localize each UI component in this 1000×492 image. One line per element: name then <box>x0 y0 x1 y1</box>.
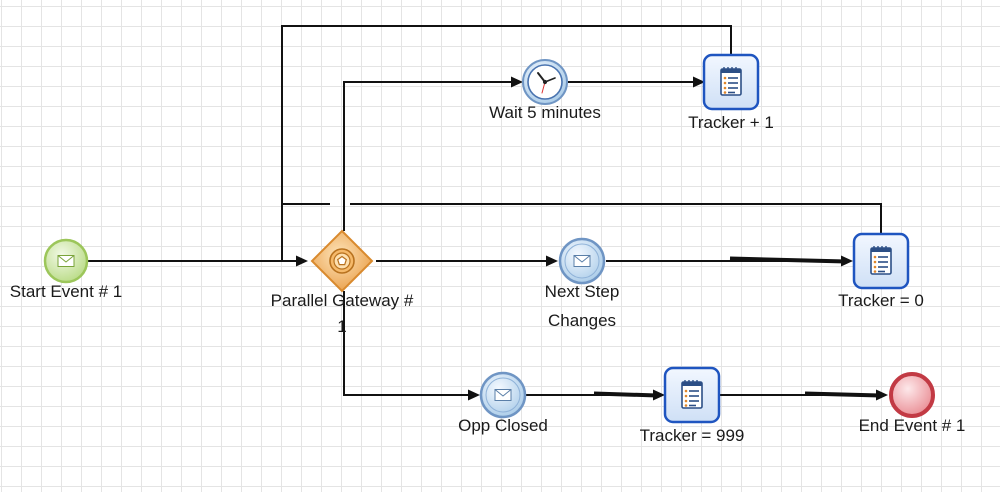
arrowhead-gateway <box>296 255 308 267</box>
next-step-label-line2: Changes <box>547 311 617 330</box>
flow-emphasis-1 <box>729 256 847 264</box>
tracker-plus-label: Tracker + 1 <box>688 113 774 132</box>
tracker-zero-label: Tracker = 0 <box>838 291 924 310</box>
opp-closed-label: Opp Closed <box>458 416 548 435</box>
envelope-icon <box>494 389 512 401</box>
flow-gateway-to-opp-closed <box>343 291 472 396</box>
connectors <box>88 25 888 401</box>
start-event-node[interactable] <box>43 238 89 284</box>
arrowhead-end <box>876 389 888 401</box>
gateway-label-line1: Parallel Gateway # <box>270 291 414 310</box>
envelope-icon <box>57 255 75 267</box>
next-step-label-line1: Next Step <box>544 282 620 301</box>
notepad-icon <box>681 379 703 409</box>
start-event-label: Start Event # 1 <box>9 282 123 301</box>
arrowhead-opp-closed <box>468 389 480 401</box>
end-event-label: End Event # 1 <box>858 416 966 435</box>
envelope-icon <box>573 255 591 267</box>
tracker-999-label: Tracker = 999 <box>639 426 745 445</box>
flow-emphasis-2 <box>593 391 658 398</box>
parallel-gateway-node[interactable] <box>310 229 374 293</box>
clock-icon <box>537 72 556 94</box>
wait-timer-label: Wait 5 minutes <box>489 103 601 122</box>
tracker-zero-task[interactable] <box>852 232 910 290</box>
arrowhead-tracker-999 <box>653 389 665 401</box>
gateway-label-line2: 1 <box>337 317 347 336</box>
flow-gateway-to-wait <box>343 81 515 231</box>
next-step-event-node[interactable] <box>558 237 606 285</box>
opp-closed-event-node[interactable] <box>479 371 527 419</box>
end-event-node[interactable] <box>889 372 935 418</box>
loop-tracker-zero-to-gateway <box>350 203 882 233</box>
loop-tracker-plus-to-gateway <box>281 25 732 261</box>
arrowhead-wait <box>511 76 523 88</box>
tracker-999-task[interactable] <box>663 366 721 424</box>
pentagon-icon <box>336 255 348 266</box>
notepad-icon <box>720 66 742 96</box>
flow-emphasis-3 <box>804 391 881 398</box>
arrowhead-tracker-plus <box>693 76 705 88</box>
arrowhead-next-step <box>546 255 558 267</box>
wait-timer-node[interactable] <box>522 59 568 105</box>
notepad-icon <box>870 245 892 275</box>
arrowhead-tracker-zero <box>841 255 853 267</box>
tracker-plus-task[interactable] <box>702 53 760 111</box>
